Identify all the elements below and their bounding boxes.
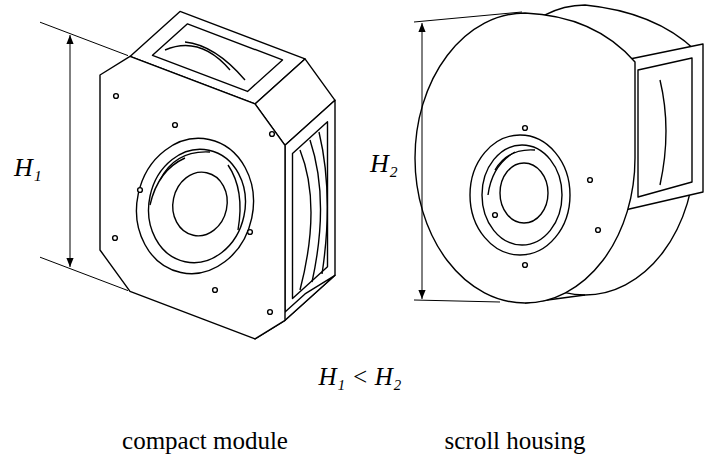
compact-module <box>100 11 335 339</box>
caption-label: compact module <box>122 428 288 453</box>
dimension-label: H₁ <box>14 155 42 181</box>
label-text: scroll housing <box>445 427 586 454</box>
scroll-housing <box>415 5 703 303</box>
label-text: H₂ <box>370 149 398 178</box>
comparison-note: H₁ < H₂ <box>319 364 402 389</box>
caption-label: scroll housing <box>445 428 586 453</box>
label-text: H₁ <box>14 153 42 182</box>
dimension-h2 <box>414 12 522 302</box>
label-text: compact module <box>122 427 288 454</box>
label-text: H₁ < H₂ <box>319 363 402 390</box>
dimension-label: H₂ <box>370 151 398 177</box>
dimension-h1 <box>40 22 128 290</box>
